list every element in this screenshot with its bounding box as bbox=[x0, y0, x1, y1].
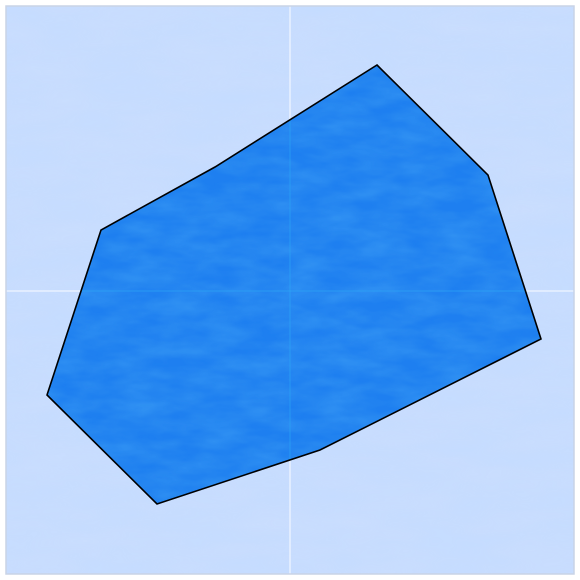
polygon-outline bbox=[46, 63, 542, 505]
canvas-frame bbox=[5, 5, 575, 575]
